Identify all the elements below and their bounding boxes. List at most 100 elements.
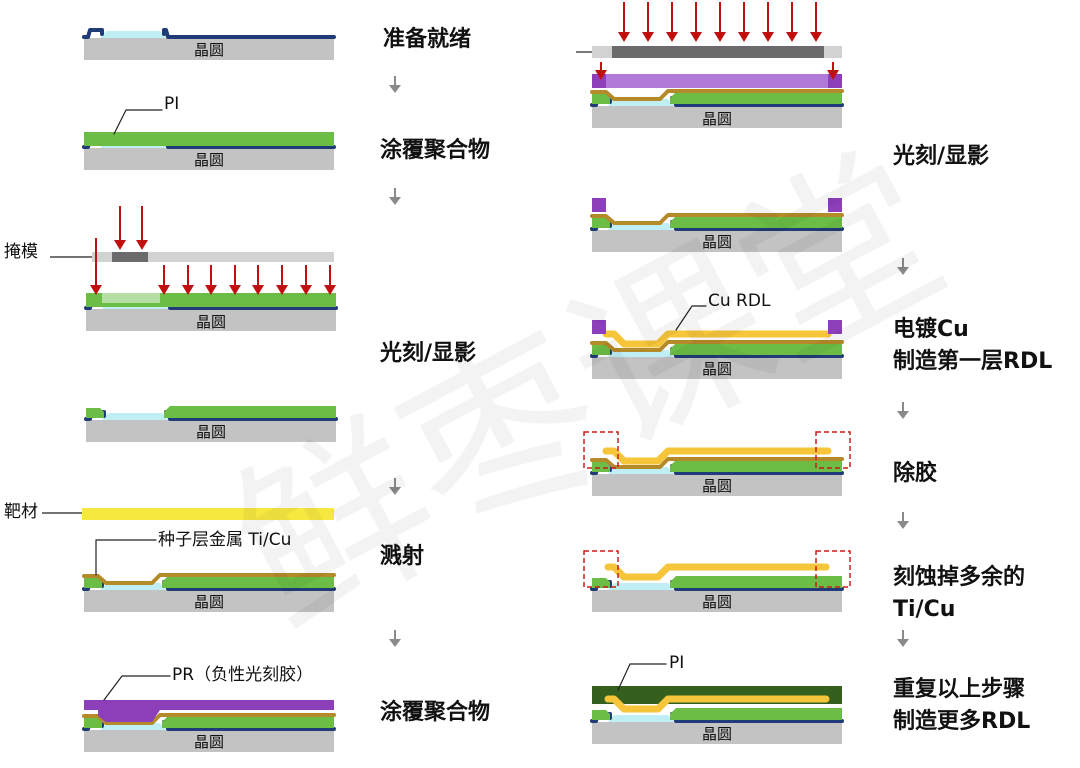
step-plate-cu: 电镀Cu xyxy=(893,317,969,342)
wafer-substrate xyxy=(84,590,334,612)
sputter-target xyxy=(82,508,334,520)
pi-label-top: PI xyxy=(669,653,685,673)
pr-label: PR（负性光刻胶） xyxy=(172,665,314,685)
flow-arrow-head xyxy=(897,521,909,529)
wafer-label: 晶圆 xyxy=(701,360,732,378)
wafer-substrate xyxy=(86,309,336,331)
metal-pad xyxy=(100,31,166,38)
step-repeat: 重复以上步骤 xyxy=(893,677,1026,702)
cu-rdl-leader xyxy=(675,305,707,331)
uv-arrow-head xyxy=(300,285,312,295)
polyimide-layer xyxy=(670,216,842,228)
copper-rdl xyxy=(602,330,832,348)
photoresist-layer xyxy=(84,700,334,710)
wafer-substrate xyxy=(592,474,842,496)
metal-pad xyxy=(102,413,168,420)
polyimide-layer xyxy=(592,710,610,720)
step-more-rdl: 制造更多RDL xyxy=(893,709,1031,734)
wafer-label: 晶圆 xyxy=(195,423,226,441)
uv-arrow-head xyxy=(827,70,839,80)
flow-arrow-head xyxy=(389,487,401,495)
photoresist-remaining xyxy=(828,320,842,334)
uv-arrow-head xyxy=(595,70,607,80)
photoresist-remaining xyxy=(828,198,842,212)
polyimide-layer xyxy=(84,578,102,588)
uv-arrow-head xyxy=(90,285,102,295)
seed-metal-layer xyxy=(590,457,844,469)
seed-metal-layer xyxy=(82,713,336,725)
uv-arrow-head xyxy=(276,285,288,295)
copper-rdl xyxy=(604,563,830,581)
mask-label: 掩模 xyxy=(4,242,38,262)
seed-metal-layer xyxy=(82,573,336,585)
wafer-label: 晶圆 xyxy=(701,593,732,611)
wafer-label: 晶圆 xyxy=(701,110,732,128)
pi-top-leader xyxy=(617,663,667,691)
flow-arrow-head xyxy=(897,639,909,647)
mask-opaque-region xyxy=(112,252,148,262)
passivation-layer xyxy=(82,28,104,39)
flow-arrow-head xyxy=(897,411,909,419)
step-sputter: 溅射 xyxy=(380,544,425,569)
uv-arrow-head xyxy=(714,32,726,42)
polyimide-layer xyxy=(162,716,334,728)
flow-arrow-head xyxy=(897,267,909,275)
step-etch-tiCu: Ti/Cu xyxy=(893,597,956,622)
polyimide-layer xyxy=(670,92,842,104)
highlight-dashed-box xyxy=(583,431,619,469)
polyimide-layer xyxy=(592,218,610,228)
polyimide-layer xyxy=(670,460,842,472)
copper-rdl xyxy=(604,695,830,713)
pr-leader xyxy=(103,675,171,701)
step-etch-excess: 刻蚀掉多余的 xyxy=(893,565,1026,590)
polyimide-layer xyxy=(84,718,102,728)
photoresist-layer xyxy=(592,74,842,88)
uv-arrow-head xyxy=(810,32,822,42)
seed-metal-layer xyxy=(590,340,844,352)
wafer-label: 晶圆 xyxy=(193,733,224,751)
mask-opaque-region xyxy=(612,46,824,58)
step-coat-pr: 涂覆聚合物 xyxy=(380,700,491,725)
wafer-label: 晶圆 xyxy=(701,477,732,495)
seed-layer-label: 种子层金属 Ti/Cu xyxy=(158,530,292,550)
step-litho-develop: 光刻/显影 xyxy=(380,341,477,366)
uv-arrow-head xyxy=(205,285,217,295)
seed-metal-layer xyxy=(590,89,844,101)
polyimide-layer xyxy=(670,576,842,588)
wafer-substrate xyxy=(84,730,334,752)
flow-arrow-head xyxy=(389,85,401,93)
uv-arrow-head xyxy=(136,240,148,250)
wafer-substrate xyxy=(592,722,842,744)
wafer-label: 晶圆 xyxy=(193,593,224,611)
uv-arrow-head xyxy=(786,32,798,42)
highlight-dashed-box xyxy=(815,550,851,588)
photoresist-remaining xyxy=(592,198,606,212)
pi-label: PI xyxy=(164,94,180,114)
uv-arrow-head xyxy=(182,285,194,295)
highlight-dashed-box xyxy=(583,550,619,588)
uv-arrow-head xyxy=(229,285,241,295)
polyimide-layer xyxy=(670,343,842,355)
cu-rdl-label: Cu RDL xyxy=(708,291,771,311)
polyimide-layer xyxy=(164,406,336,418)
wafer-label: 晶圆 xyxy=(701,725,732,743)
step-strip-resist: 除胶 xyxy=(893,461,938,486)
uv-arrow-head xyxy=(642,32,654,42)
uv-arrow-head xyxy=(114,240,126,250)
step-coat-polymer: 涂覆聚合物 xyxy=(380,138,491,163)
highlight-dashed-box xyxy=(815,431,851,469)
step-ready: 准备就绪 xyxy=(383,27,472,52)
step-make-rdl1: 制造第一层RDL xyxy=(893,349,1053,374)
wafer-label: 晶圆 xyxy=(701,233,732,251)
uv-arrow-head xyxy=(324,285,336,295)
polyimide-layer xyxy=(592,345,610,355)
wafer-label: 晶圆 xyxy=(193,41,224,59)
polyimide-layer xyxy=(592,578,610,588)
target-label: 靶材 xyxy=(4,502,38,522)
wafer-substrate xyxy=(592,590,842,612)
photoresist-remaining xyxy=(592,320,606,334)
flow-arrow-head xyxy=(389,197,401,205)
polyimide-layer xyxy=(162,576,334,588)
wafer-label: 晶圆 xyxy=(193,151,224,169)
